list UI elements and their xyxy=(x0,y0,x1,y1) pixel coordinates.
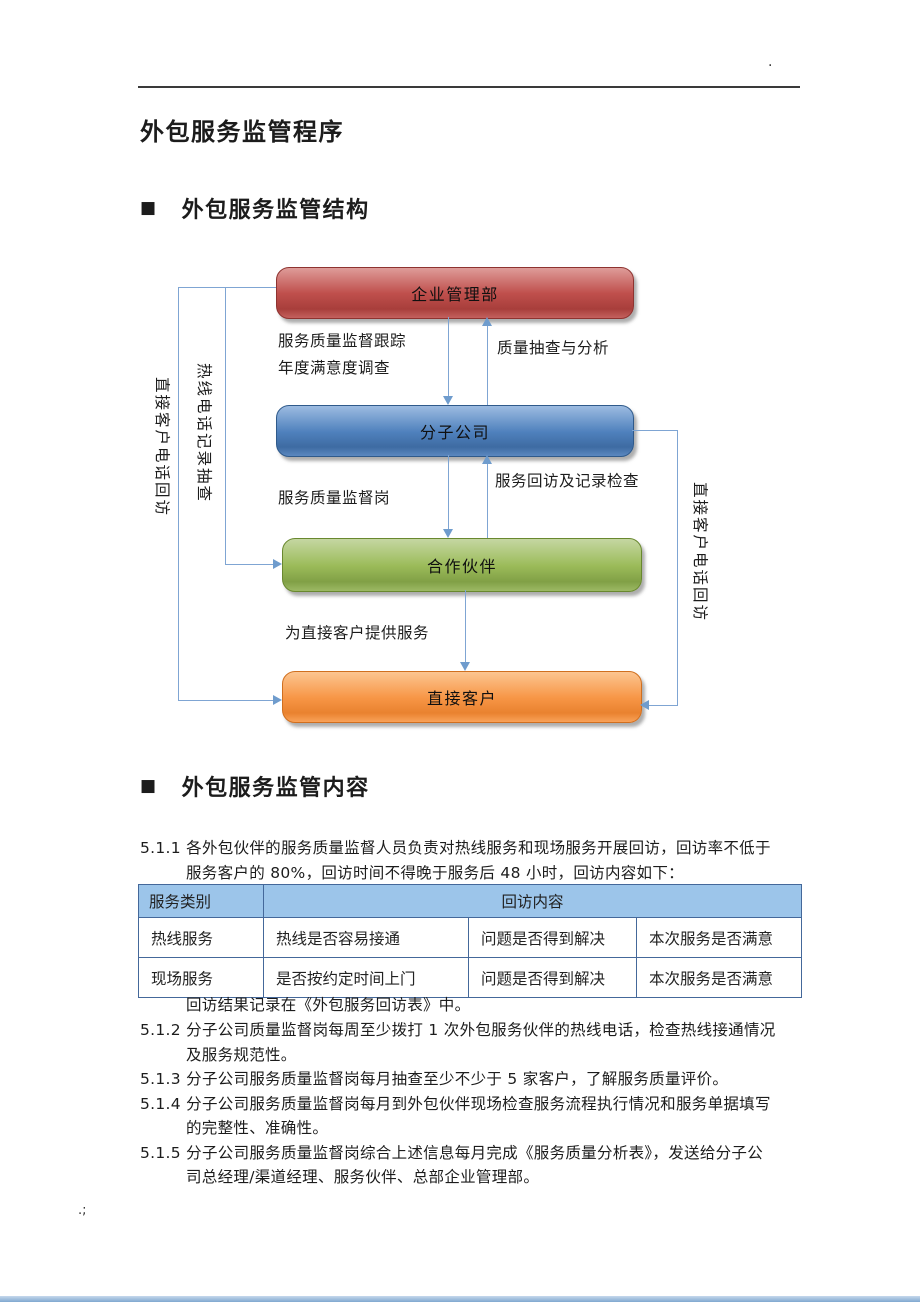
review-content-table: 服务类别 回访内容 热线服务 热线是否容易接通 问题是否得到解决 本次服务是否满… xyxy=(138,884,802,998)
node-direct-customer: 直接客户 xyxy=(282,671,642,723)
label-left-direct-customer-phone-review: 直接客户电话回访 xyxy=(153,377,171,518)
arrow-right-icon xyxy=(273,559,282,569)
label-provide-service-to-customers: 为直接客户提供服务 xyxy=(285,624,430,642)
table-cell: 本次服务是否满意 xyxy=(636,917,802,958)
page-title: 外包服务监管程序 xyxy=(140,118,344,146)
label-hotline-record-sampling: 热线电话记录抽查 xyxy=(195,363,213,504)
node-subsidiary: 分子公司 xyxy=(276,405,634,457)
node-management-dept-label: 企业管理部 xyxy=(411,285,499,304)
table-header-service-type: 服务类别 xyxy=(138,884,264,918)
square-bullet-icon: ■ xyxy=(140,197,158,218)
section-heading-content-label: 外包服务监管内容 xyxy=(181,776,370,801)
paragraph-515-line2: 司总经理/渠道经理、服务伙伴、总部企业管理部。 xyxy=(186,1168,540,1186)
table-header-review-content: 回访内容 xyxy=(263,884,802,918)
section-heading-structure: ■ 外包服务监管结构 xyxy=(140,192,370,224)
table-cell: 热线是否容易接通 xyxy=(263,917,469,958)
connector-left-inner-line xyxy=(225,287,226,565)
paragraph-514-line2: 的完整性、准确性。 xyxy=(186,1119,329,1137)
connector-left-top-line xyxy=(178,287,276,288)
arrow-up-icon xyxy=(482,317,492,326)
arrow-up-icon xyxy=(482,455,492,464)
table-cell: 是否按约定时间上门 xyxy=(263,957,469,998)
paragraph-512-line1: 5.1.2 分子公司质量监督岗每周至少拨打 1 次外包服务伙伴的热线电话，检查热… xyxy=(140,1021,776,1039)
table-row: 现场服务 是否按约定时间上门 问题是否得到解决 本次服务是否满意 xyxy=(138,957,802,998)
arrow-down-icon xyxy=(443,396,453,405)
table-cell: 本次服务是否满意 xyxy=(636,957,802,998)
arrow-left-icon xyxy=(640,700,649,710)
label-service-review-record-check: 服务回访及记录检查 xyxy=(495,472,640,490)
label-quality-tracking: 服务质量监督跟踪 xyxy=(278,332,407,350)
node-management-dept: 企业管理部 xyxy=(276,267,634,319)
connector-left-outer-bottom-line xyxy=(178,700,273,701)
section-heading-content: ■ 外包服务监管内容 xyxy=(140,770,370,802)
header-rule xyxy=(138,86,800,88)
table-cell: 问题是否得到解决 xyxy=(468,957,637,998)
table-cell: 现场服务 xyxy=(138,957,264,998)
square-bullet-icon: ■ xyxy=(140,775,158,796)
footer-mark: .; xyxy=(78,1203,87,1218)
connector-partner-to-sub-line xyxy=(487,464,488,538)
page-bottom-edge xyxy=(0,1296,920,1302)
table-row: 热线服务 热线是否容易接通 问题是否得到解决 本次服务是否满意 xyxy=(138,917,802,958)
arrow-down-icon xyxy=(460,662,470,671)
table-header-row: 服务类别 回访内容 xyxy=(138,884,802,918)
label-annual-satisfaction-survey: 年度满意度调查 xyxy=(278,359,391,377)
node-subsidiary-label: 分子公司 xyxy=(419,423,490,442)
paragraph-515-line1: 5.1.5 分子公司服务质量监督岗综合上述信息每月完成《服务质量分析表》，发送给… xyxy=(140,1144,764,1162)
section-heading-structure-label: 外包服务监管结构 xyxy=(181,198,370,223)
paragraph-511-line1: 5.1.1 各外包伙伴的服务质量监督人员负责对热线服务和现场服务开展回访，回访率… xyxy=(140,839,771,857)
paragraph-note: 回访结果记录在《外包服务回访表》中。 xyxy=(186,996,471,1014)
paragraph-511-line2: 服务客户的 80%，回访时间不得晚于服务后 48 小时，回访内容如下： xyxy=(186,864,684,882)
connector-mgmt-to-sub-line xyxy=(448,317,449,397)
connector-partner-to-customer-line xyxy=(465,590,466,663)
table-cell: 问题是否得到解决 xyxy=(468,917,637,958)
header-dot: · xyxy=(768,58,773,74)
node-partner: 合作伙伴 xyxy=(282,538,642,592)
label-quality-sampling-analysis: 质量抽查与分析 xyxy=(497,339,610,357)
node-partner-label: 合作伙伴 xyxy=(426,557,497,576)
node-direct-customer-label: 直接客户 xyxy=(426,689,497,708)
connector-right-bottom-line xyxy=(649,705,678,706)
connector-sub-to-mgmt-line xyxy=(487,326,488,405)
paragraph-514-line1: 5.1.4 分子公司服务质量监督岗每月到外包伙伴现场检查服务流程执行情况和服务单… xyxy=(140,1095,771,1113)
paragraph-512-line2: 及服务规范性。 xyxy=(186,1046,297,1064)
arrow-right-icon xyxy=(273,695,282,705)
connector-left-outer-line xyxy=(178,287,179,701)
paragraph-513: 5.1.3 分子公司服务质量监督岗每月抽查至少不少于 5 家客户，了解服务质量评… xyxy=(140,1070,729,1088)
connector-left-inner-bottom-line xyxy=(225,564,273,565)
connector-right-top-line xyxy=(632,430,678,431)
table-cell: 热线服务 xyxy=(138,917,264,958)
connector-right-line xyxy=(677,430,678,706)
label-quality-supervision-post: 服务质量监督岗 xyxy=(278,489,391,507)
label-right-direct-customer-phone-review: 直接客户电话回访 xyxy=(691,482,709,623)
arrow-down-icon xyxy=(443,529,453,538)
connector-sub-to-partner-line xyxy=(448,455,449,530)
